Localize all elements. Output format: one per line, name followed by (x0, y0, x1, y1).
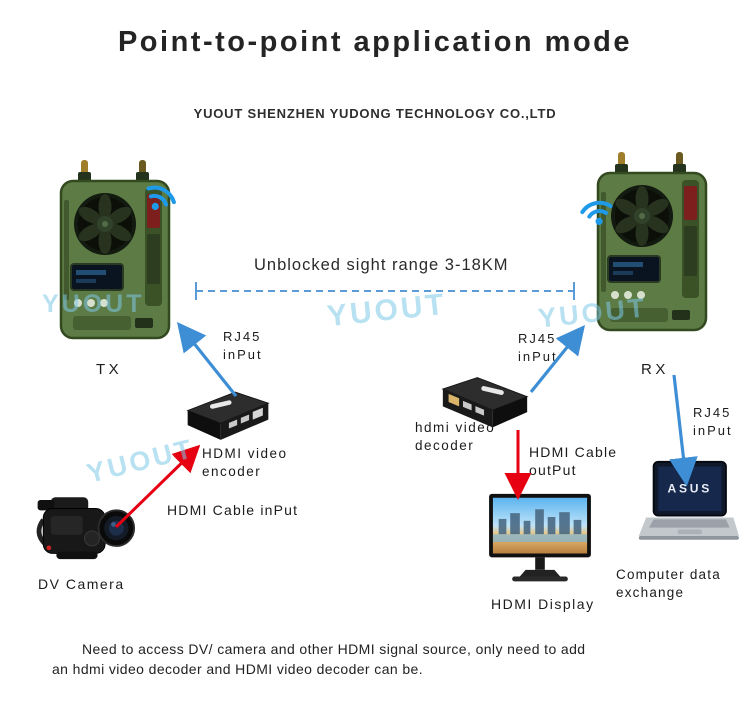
rx-label: RX (641, 361, 669, 378)
hdmi-display-image (487, 492, 593, 595)
dv-camera-label: DV Camera (38, 576, 125, 592)
page-title: Point-to-point application mode (117, 26, 633, 58)
wifi-signal-icon (573, 187, 621, 235)
tx-device-image (55, 160, 180, 350)
device-screen (70, 263, 124, 291)
fan-icon (74, 193, 136, 255)
dv-camera-image (30, 486, 138, 580)
hdmi-encoder-label: HDMI video encoder (202, 446, 288, 479)
watermark: YUOUT (325, 287, 449, 334)
laptop-brand-logo: ASUS (667, 481, 712, 495)
laptop-image: ASUS (635, 460, 739, 554)
hdmi-display-label: HDMI Display (491, 596, 595, 612)
watermark: YUOUT (83, 433, 198, 489)
rj45-input-label-tx: RJ45 inPut (223, 329, 263, 362)
hdmi-decoder-image (437, 368, 533, 442)
city-skyline (498, 509, 582, 535)
tx-label: TX (96, 361, 123, 378)
hdmi-cable-input-label: HDMI Cable inPut (167, 502, 299, 518)
hdmi-cable-output-label: HDMI Cable outPut (529, 444, 618, 479)
hdmi-encoder-image (182, 383, 274, 454)
computer-exchange-label: Computer data exchange (616, 567, 721, 601)
rj45-input-label-laptop: RJ45 inPut (693, 405, 733, 438)
company-subtitle: YUOUT SHENZHEN YUDONG TECHNOLOGY CO.,LTD (193, 106, 557, 121)
fan-icon (611, 185, 673, 247)
watermark: YUOUT (42, 290, 145, 318)
range-label: Unblocked sight range 3-18KM (254, 256, 509, 274)
footer-note: Need to access DV/ camera and other HDMI… (52, 641, 586, 677)
device-screen (607, 255, 661, 283)
wifi-signal-icon (133, 170, 188, 225)
rj45-input-label-rx: RJ45 inPut (518, 331, 558, 364)
rx-device-image (592, 152, 717, 342)
camera-lens-icon (97, 509, 136, 547)
